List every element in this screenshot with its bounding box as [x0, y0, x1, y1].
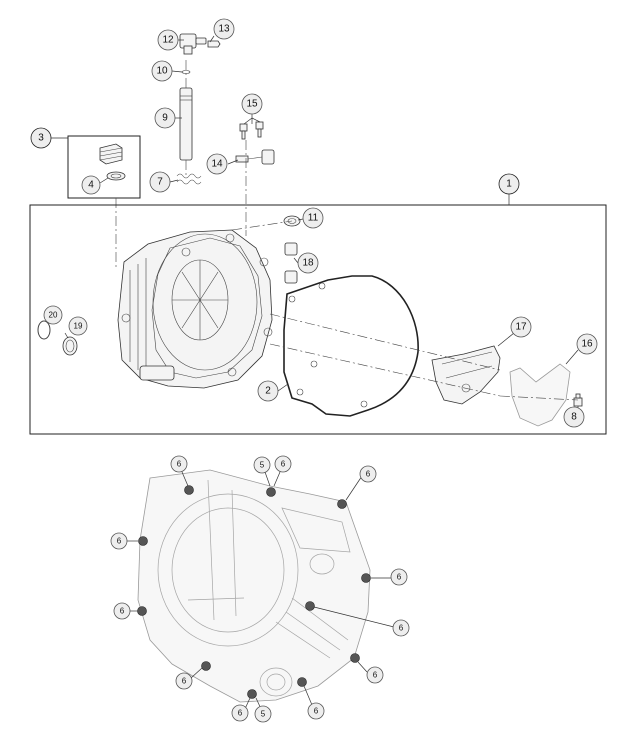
- callout-label: 6: [177, 460, 182, 469]
- callout-5-b: 5: [254, 705, 272, 723]
- callout-label: 2: [265, 386, 271, 397]
- clutch-cover-housing: [117, 229, 273, 389]
- shaft-part: [179, 87, 193, 161]
- breather-part: [99, 143, 126, 181]
- callout-label: 10: [156, 66, 168, 77]
- callout-label: 15: [246, 99, 258, 110]
- callout-label: 6: [238, 709, 243, 718]
- guide-plate-17: [431, 345, 501, 405]
- callout-6-k: 6: [231, 704, 249, 722]
- callout-7: 7: [149, 171, 171, 193]
- callout-label: 17: [515, 322, 527, 333]
- callout-6-b: 6: [274, 455, 292, 473]
- bolts-pair: [239, 121, 264, 140]
- cover-bolts: [137, 485, 371, 699]
- detail-box-3: [67, 135, 141, 199]
- callout-6-f: 6: [113, 602, 131, 620]
- callout-8: 8: [563, 406, 585, 428]
- callout-2: 2: [257, 380, 279, 402]
- callout-6-g: 6: [392, 619, 410, 637]
- callout-label: 6: [281, 460, 286, 469]
- callout-label: 6: [117, 537, 122, 546]
- bushing-18: [284, 242, 298, 284]
- callout-label: 13: [218, 24, 230, 35]
- callout-13: 13: [213, 18, 235, 40]
- callout-label: 6: [182, 677, 187, 686]
- assembly-frame: [29, 204, 607, 435]
- callout-6-c: 6: [359, 465, 377, 483]
- switch-part: [235, 149, 275, 165]
- callout-label: 11: [308, 213, 319, 224]
- callout-6-e: 6: [390, 568, 408, 586]
- sensor-part: [179, 33, 221, 55]
- callout-5-a: 5: [253, 456, 271, 474]
- spring-part: [176, 173, 202, 185]
- callout-label: 7: [157, 177, 163, 188]
- callout-label: 6: [366, 470, 371, 479]
- callout-6-i: 6: [175, 672, 193, 690]
- callout-label: 14: [211, 159, 223, 170]
- callout-label: 9: [162, 113, 168, 124]
- callout-17: 17: [510, 316, 532, 338]
- callout-label: 6: [399, 624, 404, 633]
- callout-label: 5: [260, 461, 265, 470]
- callout-6-j: 6: [307, 702, 325, 720]
- callout-label: 5: [261, 710, 266, 719]
- plug-19: [62, 336, 78, 356]
- callout-label: 6: [120, 607, 125, 616]
- callout-12: 12: [157, 29, 179, 51]
- callout-label: 6: [397, 573, 402, 582]
- callout-label: 20: [49, 311, 58, 320]
- callout-6-h: 6: [366, 666, 384, 684]
- callout-label: 18: [302, 258, 314, 269]
- callout-label: 16: [581, 339, 593, 350]
- callout-16: 16: [576, 333, 598, 355]
- callout-18: 18: [297, 252, 319, 274]
- callout-label: 8: [571, 412, 577, 423]
- callout-label: 6: [373, 671, 378, 680]
- cover-gasket: [283, 275, 419, 417]
- callout-1: 1: [498, 173, 520, 195]
- leader-lines: [50, 35, 579, 712]
- callout-15: 15: [241, 93, 263, 115]
- callout-label: 19: [74, 322, 83, 331]
- o-ring-20: [37, 320, 51, 340]
- callout-label: 3: [38, 133, 44, 144]
- callout-label: 12: [162, 35, 174, 46]
- callout-11: 11: [302, 207, 324, 229]
- callout-6-d: 6: [110, 532, 128, 550]
- callout-4: 4: [81, 175, 101, 195]
- assembled-clutch-cover: [137, 469, 371, 703]
- callout-9: 9: [154, 107, 176, 129]
- callout-label: 1: [506, 179, 512, 190]
- callout-14: 14: [206, 153, 228, 175]
- callout-10: 10: [151, 60, 173, 82]
- callout-label: 6: [314, 707, 319, 716]
- callout-label: 4: [88, 180, 94, 191]
- callout-19: 19: [68, 316, 88, 336]
- callout-6-a: 6: [170, 455, 188, 473]
- callout-3: 3: [30, 127, 52, 149]
- shield-plate-16: [509, 363, 571, 427]
- callout-20: 20: [43, 305, 63, 325]
